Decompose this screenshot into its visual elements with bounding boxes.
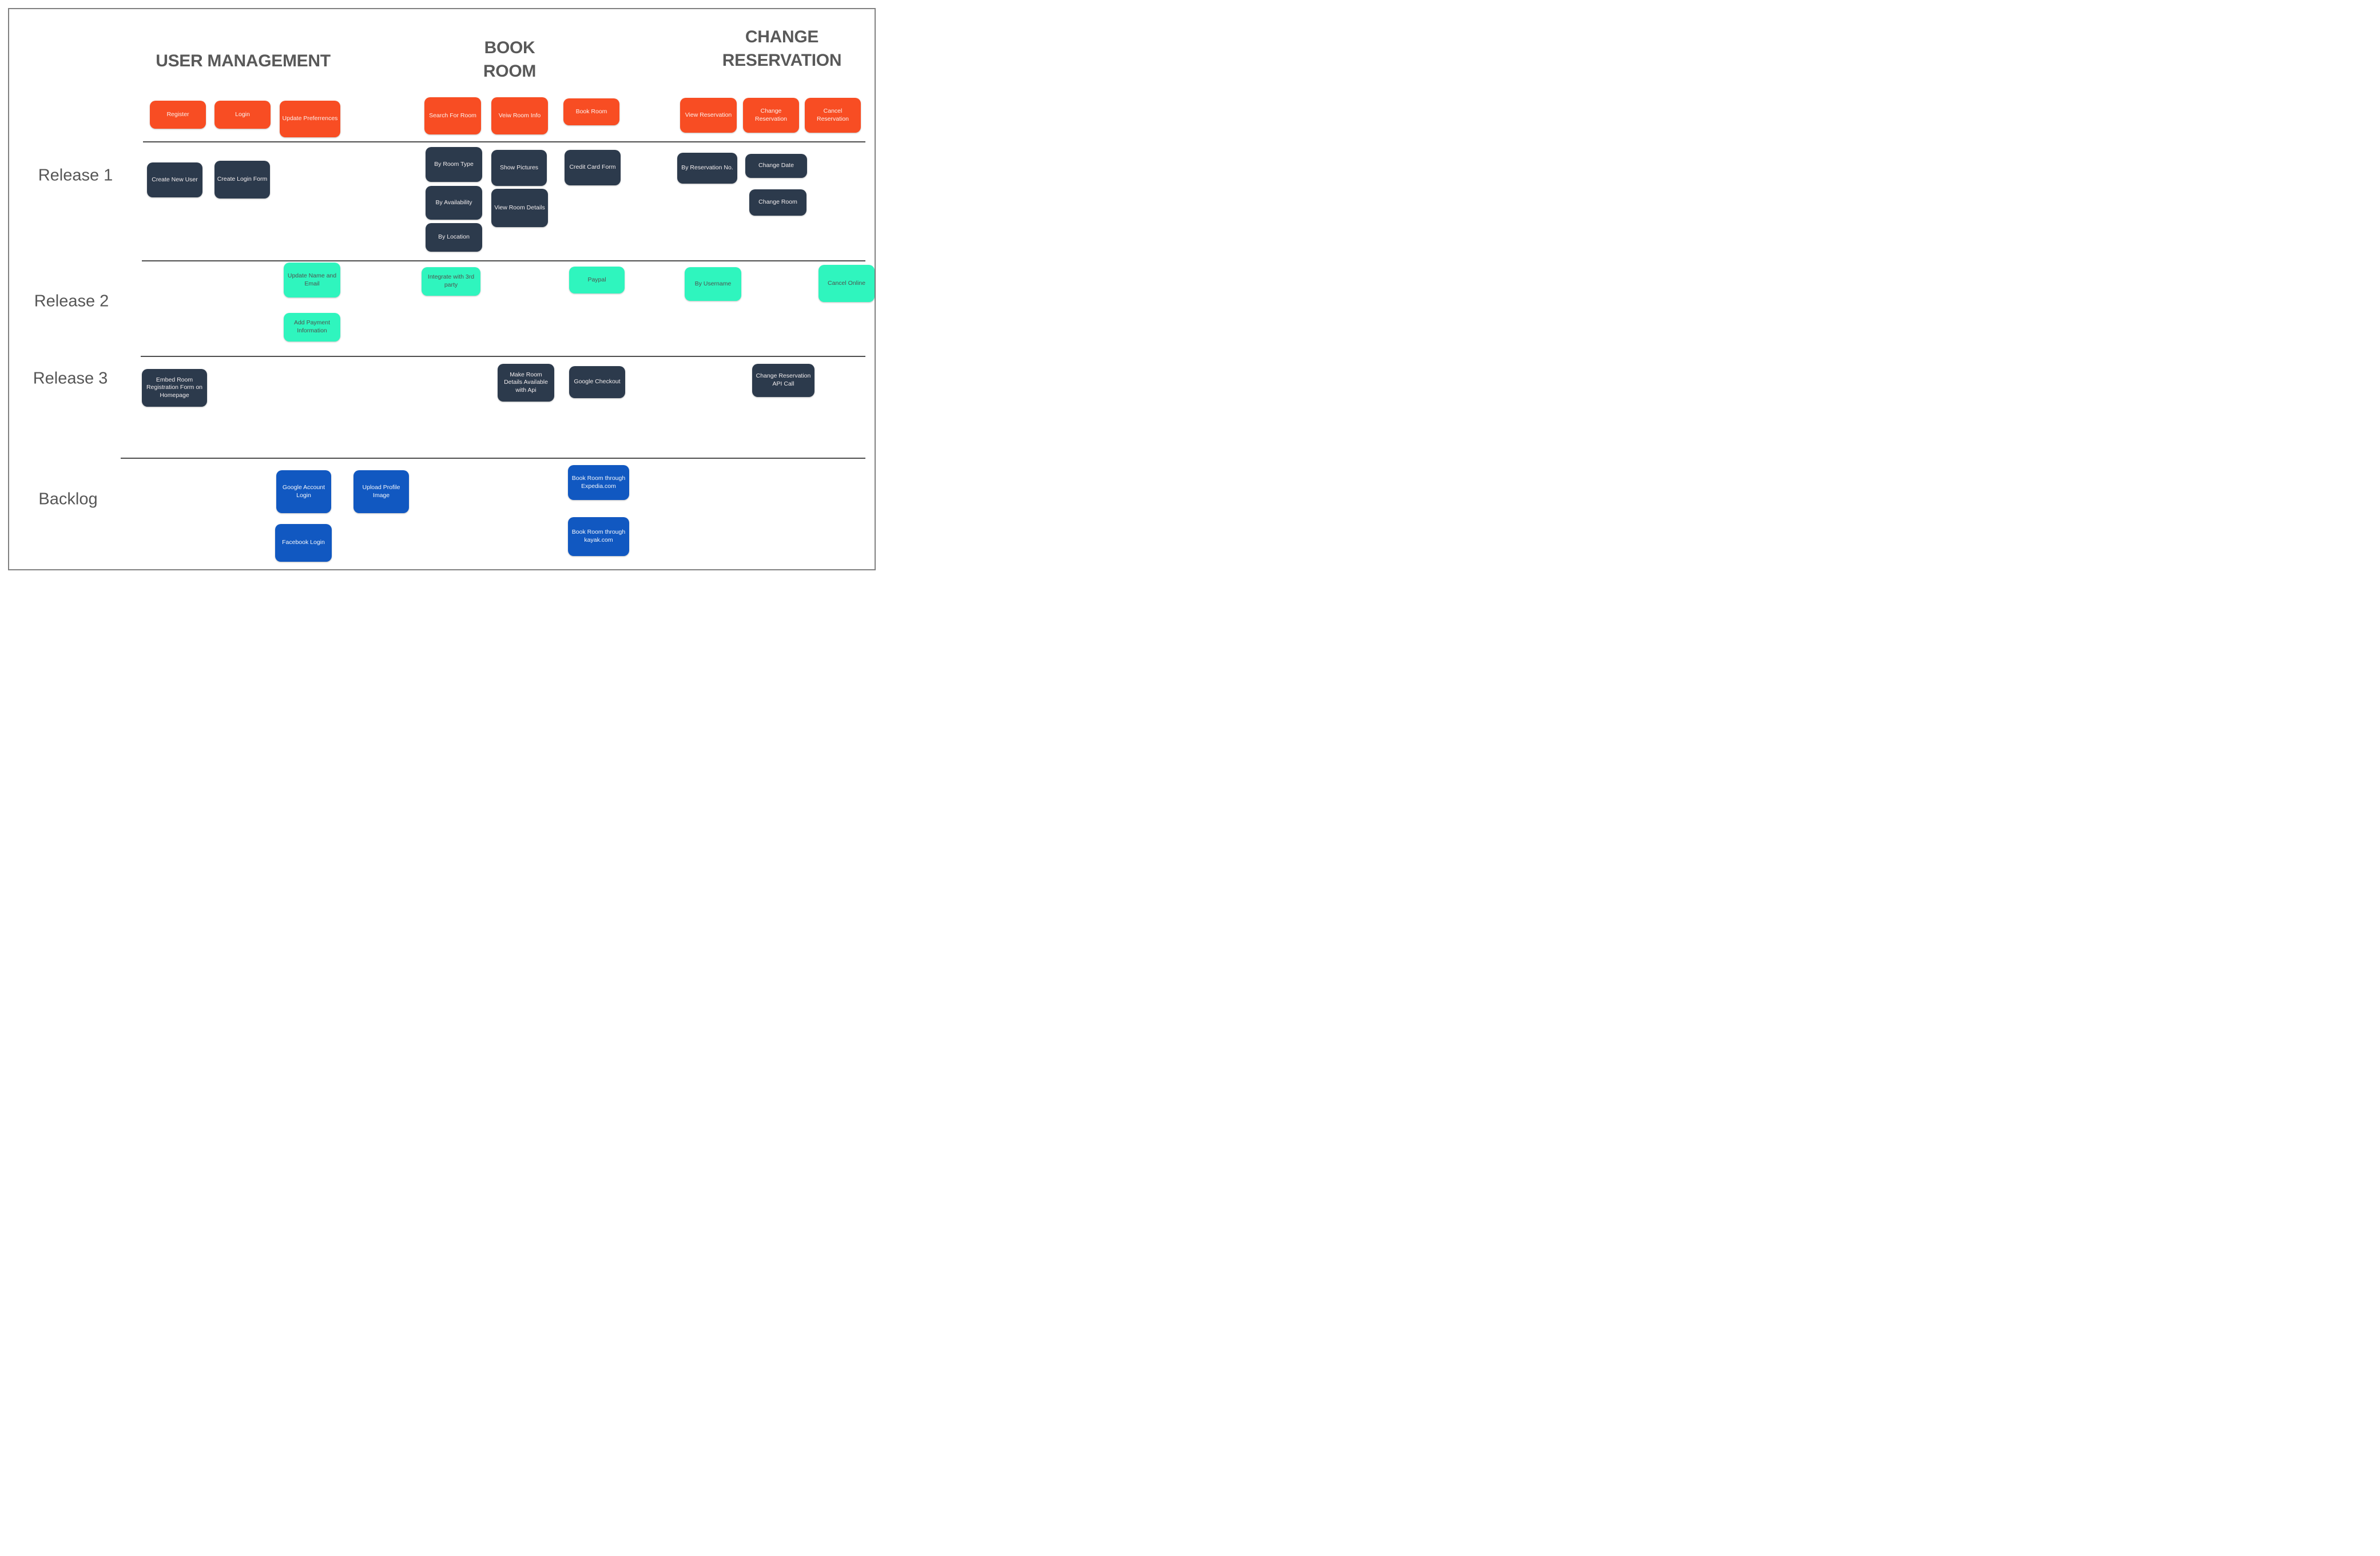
row-label-backlog: Backlog <box>38 490 98 509</box>
row-separator-4 <box>121 458 865 459</box>
row-separator-3 <box>141 356 865 357</box>
card-update-preferrences[interactable]: Update Preferrences <box>280 101 340 137</box>
card-search-for-room[interactable]: Search For Room <box>424 97 481 134</box>
card-veiw-room-info[interactable]: Veiw Room Info <box>491 97 548 134</box>
card-google-account-login[interactable]: Google Account Login <box>276 470 331 513</box>
card-make-room-details-available-with-api[interactable]: Make Room Details Available with Api <box>498 364 554 402</box>
card-book-room-through-kayak-com[interactable]: Book Room through kayak.com <box>568 517 629 556</box>
row-separator-1 <box>143 141 865 142</box>
column-header-change-reservation: CHANGE RESERVATION <box>722 27 842 70</box>
column-header-book-room: BOOK ROOM <box>483 38 537 81</box>
card-register[interactable]: Register <box>150 101 206 129</box>
card-update-name-and-email[interactable]: Update Name and Email <box>284 263 340 297</box>
card-paypal[interactable]: Paypal <box>569 267 625 293</box>
card-login[interactable]: Login <box>214 101 271 129</box>
card-by-username[interactable]: By Username <box>685 267 741 301</box>
card-show-pictures[interactable]: Show Pictures <box>491 150 547 186</box>
card-by-availability[interactable]: By Availability <box>426 186 482 220</box>
row-separator-2 <box>142 260 865 261</box>
card-cancel-online[interactable]: Cancel Online <box>819 265 875 302</box>
card-book-room[interactable]: Book Room <box>563 98 619 125</box>
card-book-room-through-expedia-com[interactable]: Book Room through Expedia.com <box>568 465 629 500</box>
card-by-room-type[interactable]: By Room Type <box>426 147 482 182</box>
card-upload-profile-image[interactable]: Upload Profile Image <box>353 470 409 513</box>
card-view-room-details[interactable]: View Room Details <box>491 189 548 227</box>
card-view-reservation[interactable]: View Reservation <box>680 98 737 133</box>
card-create-new-user[interactable]: Create New User <box>147 162 202 197</box>
row-label-release-1: Release 1 <box>38 166 113 185</box>
card-change-room[interactable]: Change Room <box>749 189 806 216</box>
card-by-reservation-no[interactable]: By Reservation No. <box>677 153 737 184</box>
card-by-location[interactable]: By Location <box>426 223 482 252</box>
card-change-reservation[interactable]: Change Reservation <box>743 98 799 133</box>
story-map-canvas: USER MANAGEMENT BOOK ROOM CHANGE RESERVATI… <box>0 0 885 578</box>
card-change-reservation-api-call[interactable]: Change Reservation API Call <box>752 364 814 397</box>
column-header-user-management: USER MANAGEMENT <box>156 51 331 70</box>
card-credit-card-form[interactable]: Credit Card Form <box>565 150 621 185</box>
card-embed-room-registration-form-on-homepage[interactable]: Embed Room Registration Form on Homepage <box>142 369 207 407</box>
card-google-checkout[interactable]: Google Checkout <box>569 366 625 398</box>
card-facebook-login[interactable]: Facebook Login <box>275 524 332 562</box>
card-create-login-form[interactable]: Create Login Form <box>214 161 270 199</box>
card-change-date[interactable]: Change Date <box>745 154 807 178</box>
row-label-release-2: Release 2 <box>34 292 109 311</box>
card-add-payment-information[interactable]: Add Payment Information <box>284 313 340 342</box>
card-cancel-reservation[interactable]: Cancel Reservation <box>805 98 861 133</box>
row-label-release-3: Release 3 <box>33 369 108 388</box>
canvas-frame <box>8 8 876 570</box>
card-integrate-with-3rd-party[interactable]: Integrate with 3rd party <box>422 267 480 296</box>
